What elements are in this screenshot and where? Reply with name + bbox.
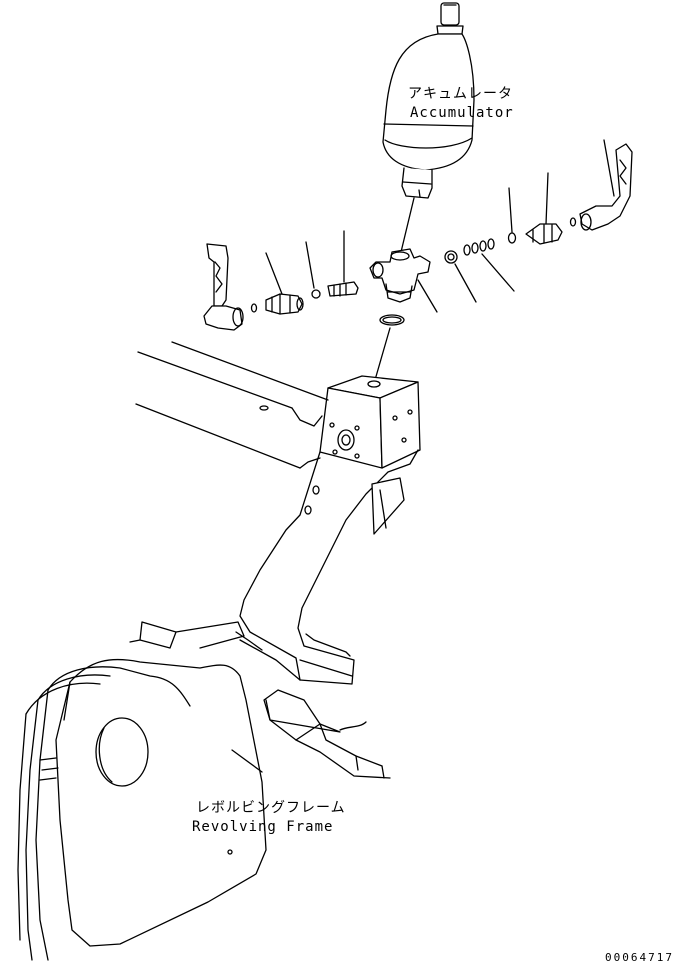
o-ring-lower [380, 315, 404, 325]
accumulator-neck-top [437, 26, 463, 34]
accumulator-label-jp: アキュムレータ [408, 86, 513, 102]
revolving-frame-label-jp: レボルビングフレーム [196, 800, 346, 816]
frame-rails [136, 342, 328, 468]
revolving-frame-label-en: Revolving Frame [192, 819, 334, 835]
right-hose-assembly [445, 140, 632, 302]
center-valve [370, 249, 437, 312]
accumulator-label-en: Accumulator [410, 105, 514, 121]
mounting-block [320, 376, 420, 468]
left-hose-assembly [204, 231, 358, 330]
drawing-code: 00064717 [605, 951, 674, 964]
accumulator [383, 3, 474, 252]
bracket [240, 450, 418, 684]
accumulator-cap [441, 3, 459, 25]
frame-hole [96, 718, 148, 786]
revolving-frame [18, 622, 390, 960]
accumulator-body [383, 34, 474, 170]
